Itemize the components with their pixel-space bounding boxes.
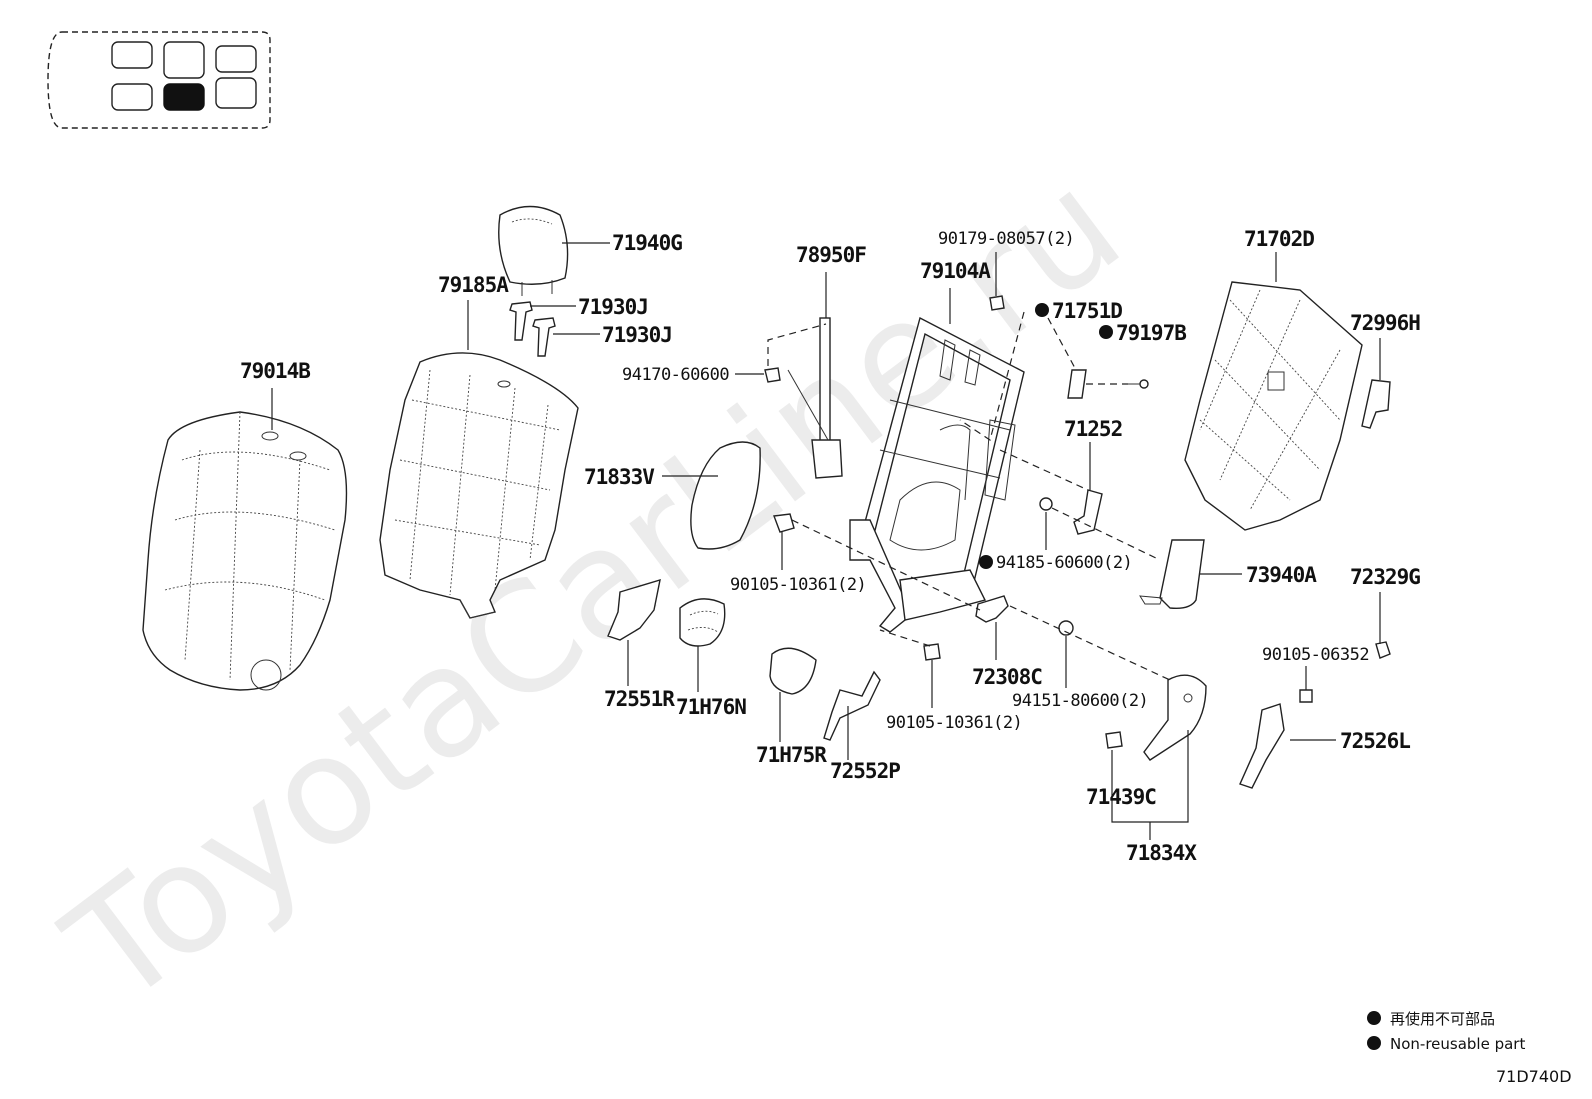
locator-seat-rear-right <box>215 77 257 109</box>
label-79185A: 79185A <box>438 273 509 297</box>
locator-seat-front-left <box>111 41 153 69</box>
part-retractor-bar <box>787 317 843 479</box>
legend-marker-ja <box>1367 1011 1381 1025</box>
diagram-code: 71D740D <box>1496 1067 1572 1086</box>
non-reusable-marker-94185 <box>979 555 993 569</box>
label-94151-80600: 94151-80600(2) <box>1012 691 1148 711</box>
part-cushion-73940A <box>1139 539 1205 610</box>
part-nut-94185 <box>1039 497 1053 511</box>
label-71833V: 71833V <box>584 465 655 489</box>
label-71834X: 71834X <box>1126 841 1197 865</box>
label-94170-60600: 94170-60600 <box>622 365 729 385</box>
part-headrest-support-a <box>509 301 533 341</box>
label-72526L: 72526L <box>1340 729 1410 753</box>
part-nut-94151 <box>1058 620 1074 636</box>
part-bolt-90105-a <box>773 513 795 533</box>
part-seatback-frame <box>849 316 1025 633</box>
part-bracket-72308C <box>975 595 1009 623</box>
legend-text-ja: 再使用不可部品 <box>1390 1010 1495 1028</box>
label-72308C: 72308C <box>972 665 1042 689</box>
part-clip-71751D <box>1067 369 1087 399</box>
part-trim-72551R <box>607 578 661 641</box>
locator-seat-middle-right-selected <box>163 83 205 111</box>
locator-seat-rear-left <box>215 45 257 73</box>
part-seatback-cover <box>142 411 348 691</box>
part-cover-71834X <box>1143 674 1207 761</box>
part-cap-71439C <box>1105 731 1123 749</box>
label-79014B: 79014B <box>240 359 310 383</box>
label-72552P: 72552P <box>830 759 900 783</box>
label-71H75R: 71H75R <box>756 743 827 767</box>
label-71930J-a: 71930J <box>578 295 648 319</box>
label-90105-06352: 90105-06352 <box>1262 645 1369 665</box>
locator-seat-middle-left <box>163 41 205 79</box>
part-bolt-90105-b <box>923 643 941 661</box>
part-clip-72329G <box>1375 641 1391 659</box>
label-90179-08057: 90179-08057(2) <box>938 229 1074 249</box>
legend-marker-en <box>1367 1036 1381 1050</box>
label-71940G: 71940G <box>612 231 682 255</box>
label-90105-10361-a: 90105-10361(2) <box>730 575 866 595</box>
locator-seat-front-right <box>111 83 153 111</box>
legend-text-en: Non-reusable part <box>1390 1035 1525 1053</box>
part-headrest-support-b <box>532 317 556 357</box>
label-71930J-b: 71930J <box>602 323 672 347</box>
label-79104A: 79104A <box>920 259 991 283</box>
label-71439C: 71439C <box>1086 785 1156 809</box>
label-71H76N: 71H76N <box>676 695 746 719</box>
part-back-board <box>1184 281 1363 531</box>
part-seatback-pad <box>379 352 579 619</box>
label-71702D: 71702D <box>1244 227 1314 251</box>
part-trim-72526L <box>1239 703 1285 789</box>
label-90105-10361-b: 90105-10361(2) <box>886 713 1022 733</box>
non-reusable-marker-71751D <box>1035 303 1049 317</box>
label-72996H: 72996H <box>1350 311 1420 335</box>
part-nut-90179 <box>989 295 1005 311</box>
part-headrest <box>498 205 569 296</box>
legend: 再使用不可部品 Non-reusable part <box>1367 1010 1525 1053</box>
part-bracket-71252 <box>1073 489 1103 535</box>
label-72551R: 72551R <box>604 687 675 711</box>
part-side-pad <box>690 441 761 550</box>
label-78950F: 78950F <box>796 243 866 267</box>
seat-locator <box>47 31 271 129</box>
label-73940A: 73940A <box>1246 563 1317 587</box>
label-94185-60600: 94185-60600(2) <box>996 553 1132 573</box>
part-bolt-90105-06352 <box>1299 689 1313 703</box>
part-nut-94170 <box>764 367 781 383</box>
part-bolt-79197B <box>1128 379 1149 389</box>
label-71252: 71252 <box>1064 417 1122 441</box>
part-cover-71H76N <box>679 598 726 647</box>
non-reusable-marker-79197B <box>1099 325 1113 339</box>
part-latch-cover <box>1361 379 1391 429</box>
label-79197B: 79197B <box>1116 321 1186 345</box>
leader-lines <box>271 242 1381 840</box>
part-trim-72552P <box>823 670 881 741</box>
part-cover-71H75R <box>769 647 817 695</box>
label-72329G: 72329G <box>1350 565 1420 589</box>
label-71751D: 71751D <box>1052 299 1122 323</box>
